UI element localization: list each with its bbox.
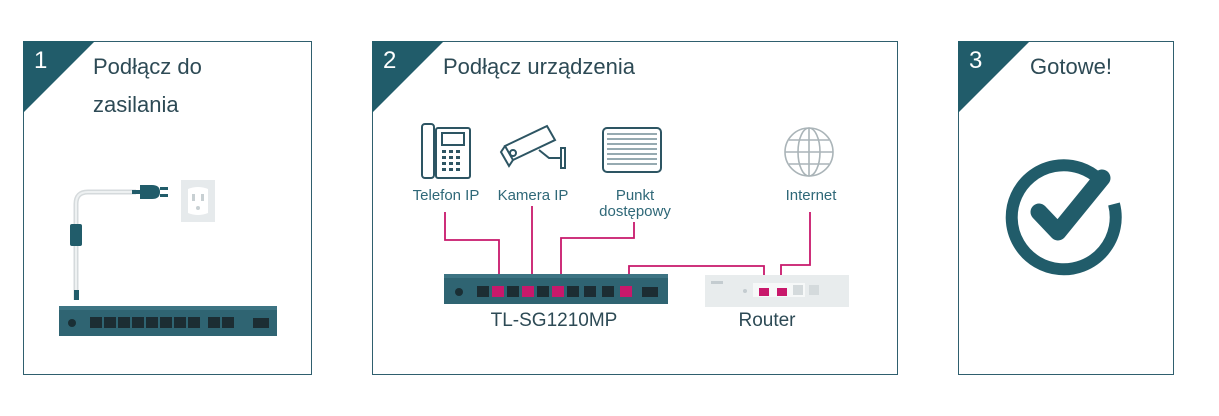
router-label: Router	[738, 310, 796, 331]
access-point-label-line2: dostępowy	[599, 203, 671, 220]
checkmark-circle-icon	[1005, 159, 1122, 276]
switch-tl-sg1210mp	[444, 274, 668, 304]
step-3-corner	[958, 41, 1030, 113]
wall-outlet-icon	[181, 180, 215, 222]
router-device	[705, 275, 849, 307]
power-cable	[70, 189, 136, 300]
switch-device	[59, 306, 277, 336]
step-3-panel: 3 Gotowe!	[958, 41, 1174, 375]
step-2-title: Podłącz urządzenia	[443, 54, 636, 79]
power-plug-icon	[132, 185, 168, 199]
step-1-title: Podłącz do zasilania	[93, 48, 202, 124]
step-3-number: 3	[969, 47, 983, 74]
access-point-label: Punkt dostępowy	[585, 188, 685, 220]
step-1-corner	[23, 41, 95, 113]
access-point-icon	[602, 127, 662, 173]
step-3-title: Gotowe!	[1030, 54, 1112, 79]
switch-label: TL-SG1210MP	[490, 310, 618, 331]
step-1-title-line2: zasilania	[93, 92, 179, 117]
step-1-panel: 1 Podłącz do zasilania	[23, 41, 312, 375]
internet-label: Internet	[785, 187, 837, 204]
step-1-number: 1	[34, 47, 48, 74]
globe-icon	[784, 127, 834, 177]
camera-icon	[499, 124, 566, 169]
access-point-label-line1: Punkt	[615, 187, 655, 204]
step-2-number: 2	[383, 47, 397, 74]
step-1-title-line1: Podłącz do	[93, 54, 202, 79]
ip-phone-icon	[421, 123, 471, 179]
step-2-panel: 2 Podłącz urządzenia	[372, 41, 898, 375]
camera-label: Kamera IP	[497, 187, 569, 204]
ip-phone-label: Telefon IP	[412, 187, 480, 204]
step-2-corner	[372, 41, 444, 113]
